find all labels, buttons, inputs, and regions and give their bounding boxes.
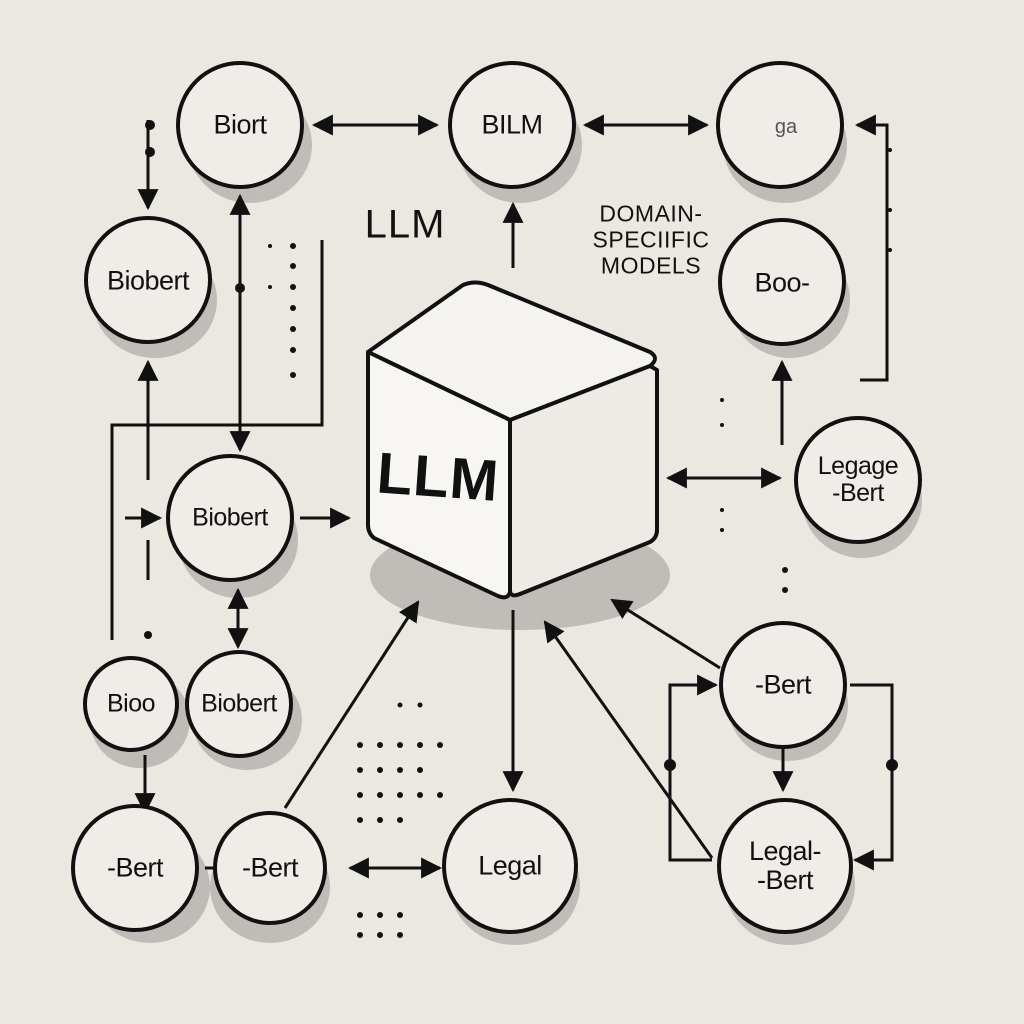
arrow-legalbert-cube — [543, 620, 714, 859]
node-boo — [718, 218, 846, 346]
node-blm-label: BILM — [481, 109, 543, 140]
arrow-bert-cube — [283, 600, 420, 809]
node-biort-label: Biort — [213, 109, 267, 140]
node-ga-label: ga — [774, 116, 798, 139]
node-biobert-low-label: Biobert — [201, 689, 277, 718]
connector-dots — [144, 120, 898, 771]
cube-side-face — [508, 364, 659, 598]
node-bioo — [83, 656, 179, 752]
llm-cube — [366, 280, 659, 600]
node-bert-bottom-mid-label: -Bert — [241, 852, 299, 883]
loop-right — [850, 683, 894, 871]
node-biort — [176, 61, 304, 189]
node-boo-label: Boo- — [754, 267, 810, 298]
node-bert-bottom-left — [71, 804, 199, 932]
bracket-ga-boo — [854, 114, 889, 382]
node-bert-right — [719, 621, 847, 749]
node-biobert-mid-label: Biobert — [192, 503, 268, 532]
node-biobert-low — [185, 650, 293, 758]
node-legage-bert — [794, 416, 922, 544]
bracket-left — [110, 240, 324, 640]
node-legal — [442, 798, 578, 934]
node-biobert-mid — [166, 454, 294, 582]
node-bert-bottom-left-label: -Bert — [106, 852, 164, 883]
nodes — [71, 61, 922, 934]
loop-left — [668, 674, 719, 862]
node-legal-bert-label: Legal- -Bert — [748, 835, 822, 895]
node-legal-bert — [717, 798, 853, 934]
node-bioo-label: Bioo — [106, 689, 156, 718]
node-legage-bert-label: Legage -Bert — [817, 452, 899, 507]
node-legal-label: Legal — [478, 850, 542, 881]
diagram-heading: LLM — [364, 202, 446, 247]
arrow-bert-cube — [610, 598, 721, 670]
cube-label: LLM — [374, 440, 502, 514]
domain-specific-annotation: DOMAIN- SPECIIFIC MODELS — [592, 200, 710, 278]
connectors — [110, 114, 894, 879]
dotted-decorations — [268, 148, 892, 938]
node-biobert-left — [84, 216, 212, 344]
node-bert-bottom-mid — [213, 811, 327, 925]
node-biobert-left-label: Biobert — [106, 265, 190, 296]
node-blm — [448, 61, 576, 189]
node-bert-right-label: -Bert — [754, 669, 812, 700]
node-ga — [716, 61, 844, 189]
